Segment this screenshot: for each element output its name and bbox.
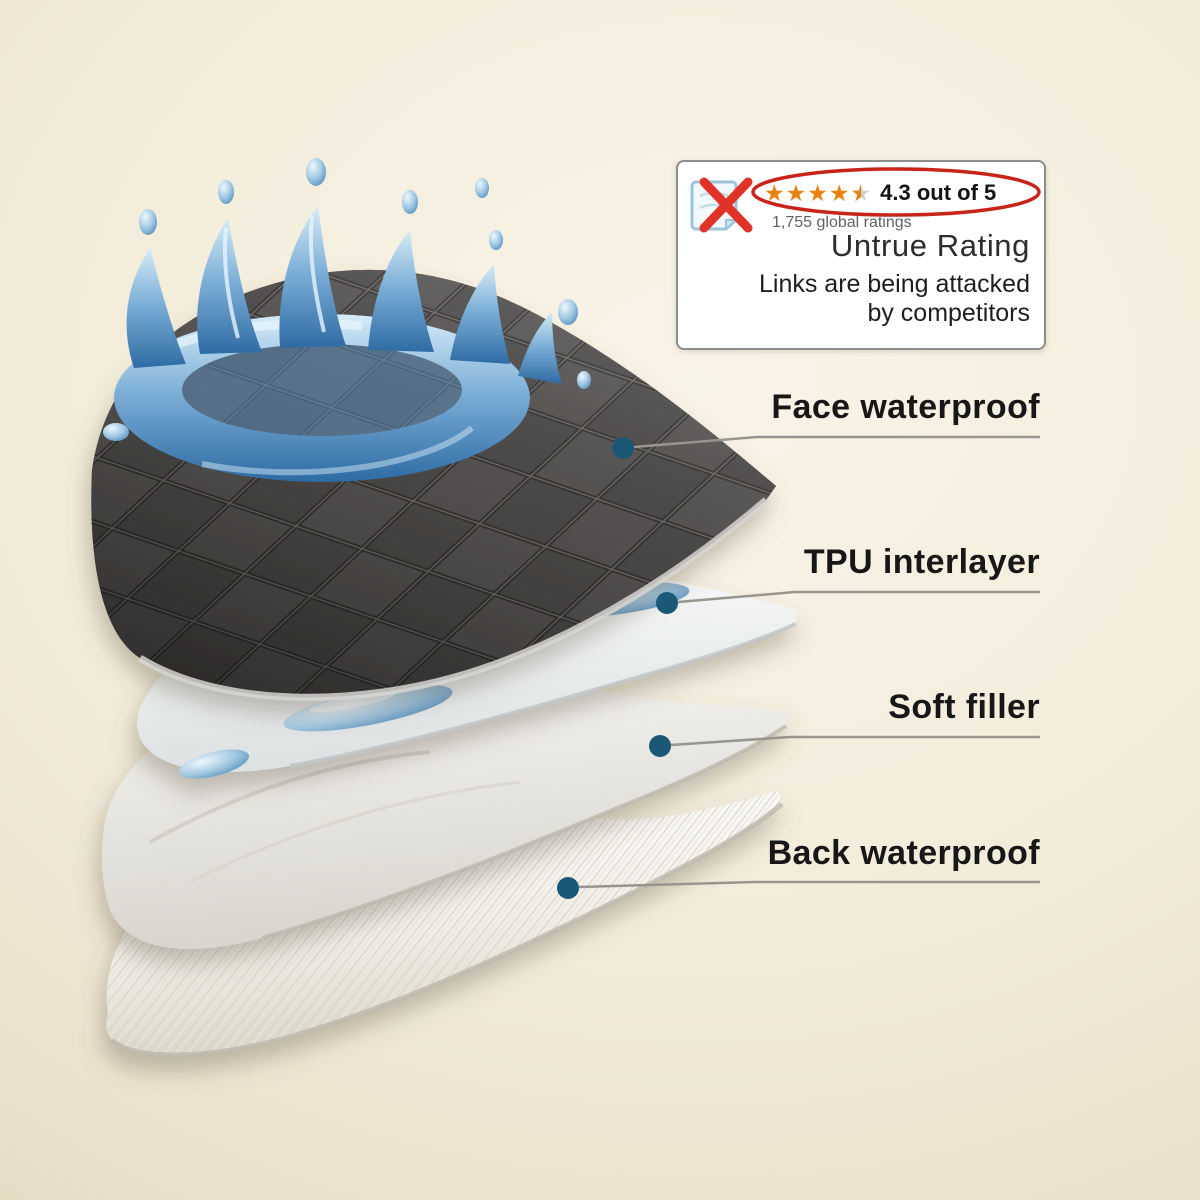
rating-warning-callout: ★ ★ ★ ★ ★★ 4.3 out of 5 1,755 global rat… [676,160,1046,350]
star-icon: ★ [785,179,807,206]
layer-label-soft-filler: Soft filler [888,688,1040,726]
layer-label-face-waterproof: Face waterproof [771,388,1040,426]
leader-lines [578,435,1040,889]
rating-value: 4.3 out of 5 [880,180,997,205]
layer-label-tpu-interlayer: TPU interlayer [803,543,1040,581]
star-icon: ★ [807,179,828,206]
x-mark-icon [699,177,753,233]
star-icon: ★ [764,179,785,206]
protector-fold [725,219,739,232]
global-ratings-count: 1,755 global ratings [772,214,912,231]
callout-message: Links are being attacked by competitors [759,270,1030,327]
layer-label-back-waterproof: Back waterproof [767,834,1040,872]
dot-soft-filler [649,735,671,757]
callout-message-line2: by competitors [867,298,1030,327]
dot-tpu-interlayer [656,592,678,614]
star-rating: ★ ★ ★ ★ ★★ [764,179,872,206]
water-splash [103,158,591,482]
layer-dots [557,437,678,899]
dot-back-waterproof [557,877,579,899]
protector-with-x-icon [690,177,753,233]
star-half-fill: ★ [851,182,861,205]
star-icon: ★ [828,179,850,206]
dot-face-waterproof [612,437,634,459]
callout-message-line1: Links are being attacked [758,270,1030,298]
rating-row: ★ ★ ★ ★ ★★ 4.3 out of 5 [764,180,996,206]
callout-title: Untrue Rating [830,228,1030,263]
star-half-icon: ★★ [851,181,872,205]
splash-droplets [103,158,591,441]
